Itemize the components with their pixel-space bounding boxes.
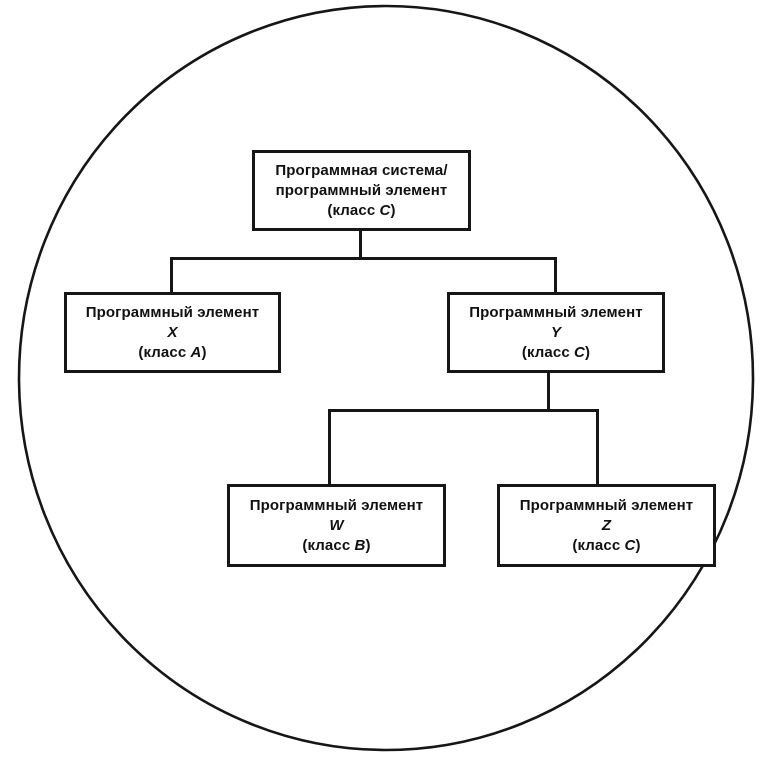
node-element-x: Программный элемент X (класс A): [64, 292, 281, 373]
node-y-title: Программный элемент: [469, 303, 643, 321]
node-x-class-line: (класс A): [138, 343, 207, 361]
node-root-class-line: (класс C): [327, 201, 396, 219]
node-root-title-line2: программный элемент: [275, 181, 448, 199]
node-w-title: Программный элемент: [249, 496, 424, 514]
node-element-z: Программный элемент Z (класс C): [497, 484, 716, 567]
connector-to-z: [596, 409, 599, 486]
node-z-title: Программный элемент: [519, 496, 694, 514]
node-z-class-letter: C: [624, 536, 636, 554]
node-element-w: Программный элемент W (класс B): [227, 484, 446, 567]
node-z-class-line: (класс C): [572, 536, 641, 554]
node-z-letter: Z: [601, 516, 612, 534]
node-element-y: Программный элемент Y (класс C): [447, 292, 665, 373]
node-y-class-letter: C: [574, 343, 585, 361]
connector-root-drop: [359, 229, 362, 260]
node-x-title: Программный элемент: [85, 303, 260, 321]
node-y-class-line: (класс C): [521, 343, 591, 361]
connector-branch-low: [328, 409, 599, 412]
connector-branch-top: [170, 257, 557, 260]
node-w-class-letter: B: [354, 536, 366, 554]
node-root-title-line1: Программная система/: [275, 161, 448, 179]
connector-y-drop: [547, 371, 550, 412]
node-w-letter: W: [329, 516, 344, 534]
node-root-class-letter: C: [379, 201, 391, 219]
node-w-class-line: (класс B): [302, 536, 371, 554]
connector-to-y: [554, 257, 557, 294]
connector-to-x: [170, 257, 173, 294]
node-root-system: Программная система/ программный элемент…: [252, 150, 471, 231]
node-x-class-letter: A: [190, 343, 202, 361]
node-y-letter: Y: [550, 323, 562, 341]
node-x-letter: X: [167, 323, 178, 341]
connector-to-w: [328, 409, 331, 486]
